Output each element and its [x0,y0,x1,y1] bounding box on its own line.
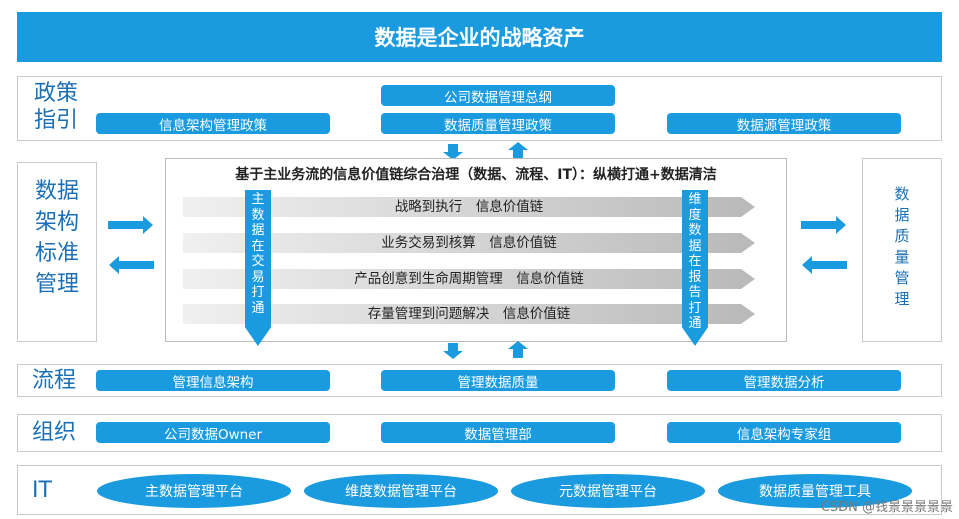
data-architecture-standard-panel [17,162,97,342]
process-label: 流程 [32,368,77,393]
value-chain-heading: 基于主业务流的信息价值链综合治理（数据、流程、IT）：纵横打通+数据清洁 [235,167,717,183]
bottom-arrows [443,341,528,359]
arrow-down-icon [443,144,463,160]
it-label: IT [32,478,52,503]
policy-item-data-source: 数据源管理政策 [667,113,901,134]
arrow-right-icon [108,216,153,234]
policy-item-info-arch: 信息架构管理政策 [96,113,330,134]
arrow-right-icon [801,216,846,234]
organization-item-data-dept: 数据管理部 [381,422,615,443]
it-item-dimension-data: 维度数据管理平台 [304,474,498,508]
chain-label-3: 产品创意到生命周期管理 信息价值链 [354,271,584,287]
chain-label-4: 存量管理到问题解决 信息价值链 [367,306,571,322]
arrow-up-icon [508,142,528,159]
page-title: 数据是企业的战略资产 [374,26,585,50]
left-side-arrows [108,216,154,274]
chain-bar-3 [183,269,755,289]
policy-label-line2: 指引 [34,108,79,133]
chain-bar-4 [183,304,755,324]
data-quality-management-label: 数 据 质 量 管 理 [894,185,910,308]
process-item-data-analysis: 管理数据分析 [667,370,901,391]
organization-item-expert-group: 信息架构专家组 [667,422,901,443]
organization-label: 组织 [32,420,77,445]
data-quality-management-panel [862,158,942,342]
watermark: CSDN @钱景景景景景 [820,500,953,515]
arrow-down-icon [443,343,463,359]
dimension-data-report-bar: 维 度 数 据 在 报 告 打 通 [682,190,708,346]
data-architecture-standard-label: 数据 架构 标准 管理 [34,179,80,297]
chain-label-1: 战略到执行 信息价值链 [394,199,544,215]
right-side-arrows [801,216,847,274]
process-item-info-arch: 管理信息架构 [96,370,330,391]
chain-bar-1 [183,197,755,217]
policy-item-general: 公司数据管理总纲 [381,85,615,106]
process-item-data-quality: 管理数据质量 [381,370,615,391]
policy-label-line1: 政策 [34,81,79,106]
it-item-quality-tool: 数据质量管理工具 [718,474,912,508]
master-data-transaction-bar: 主 数 据 在 交 易 打 通 [245,190,271,346]
chain-label-2: 业务交易到核算 信息价值链 [381,235,557,251]
it-item-master-data: 主数据管理平台 [97,474,291,508]
arrow-left-icon [802,256,847,274]
it-item-metadata: 元数据管理平台 [511,474,705,508]
arrow-up-icon [508,341,528,358]
chain-bar-2 [183,233,755,253]
top-arrows [443,142,528,160]
organization-item-data-owner: 公司数据Owner [96,422,330,443]
arrow-left-icon [109,256,154,274]
title-banner: 数据是企业的战略资产 [17,12,942,62]
policy-item-data-quality: 数据质量管理政策 [381,113,615,134]
